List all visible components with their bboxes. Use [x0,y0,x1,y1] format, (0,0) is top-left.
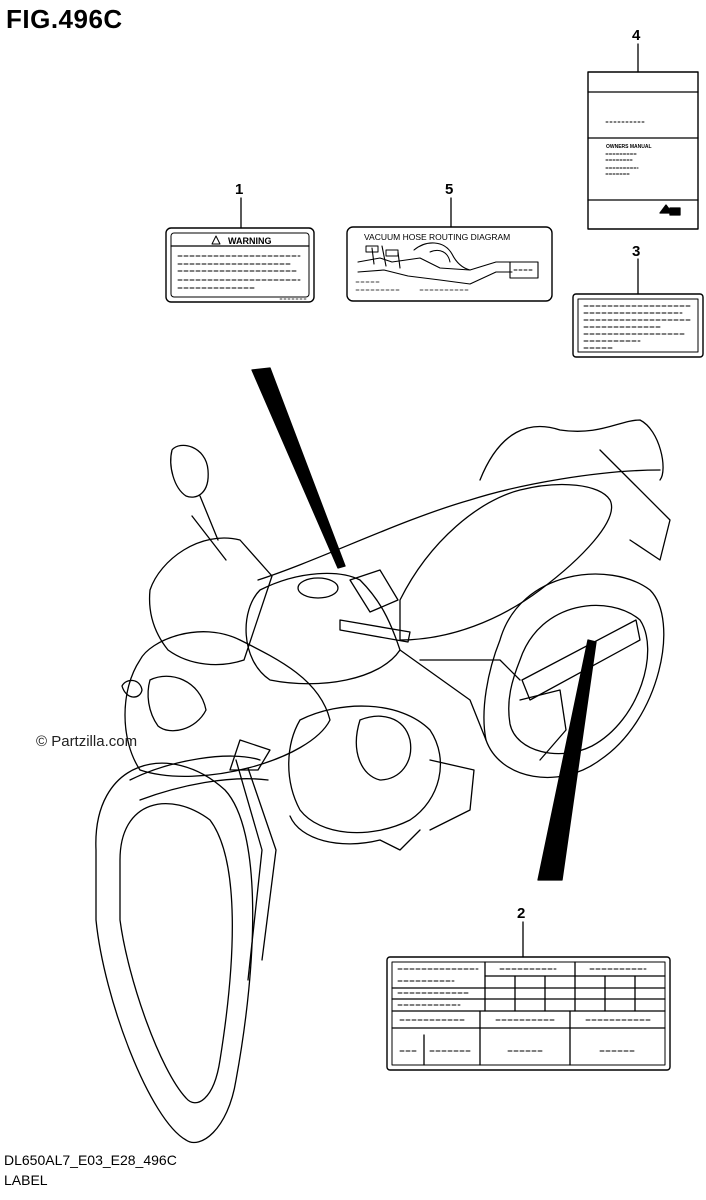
warning-label-text: WARNING [228,236,272,246]
diagram-code: DL650AL7_E03_E28_496C [4,1152,177,1168]
owners-manual-illustration[interactable] [587,43,699,230]
caution-label-illustration[interactable] [572,258,704,358]
leader-wedge-frame [537,639,597,881]
callout-3: 3 [632,243,640,260]
vacuum-label-text: VACUUM HOSE ROUTING DIAGRAM [364,232,510,242]
section-label: LABEL [4,1172,48,1188]
partzilla-watermark: © Partzilla.com [36,733,138,750]
information-label-illustration[interactable] [386,921,671,1071]
warning-label-illustration[interactable] [165,197,315,303]
motorcycle-outline [95,419,671,1144]
figure-title: FIG.496C [6,4,123,34]
callout-5: 5 [445,181,453,198]
callout-4: 4 [632,27,641,44]
manual-label-text: OWNERS MANUAL [606,144,652,150]
leader-wedge-tank [251,367,346,569]
vacuum-hose-label-illustration[interactable] [346,197,553,302]
callout-2: 2 [517,905,525,922]
callout-1: 1 [235,181,243,198]
